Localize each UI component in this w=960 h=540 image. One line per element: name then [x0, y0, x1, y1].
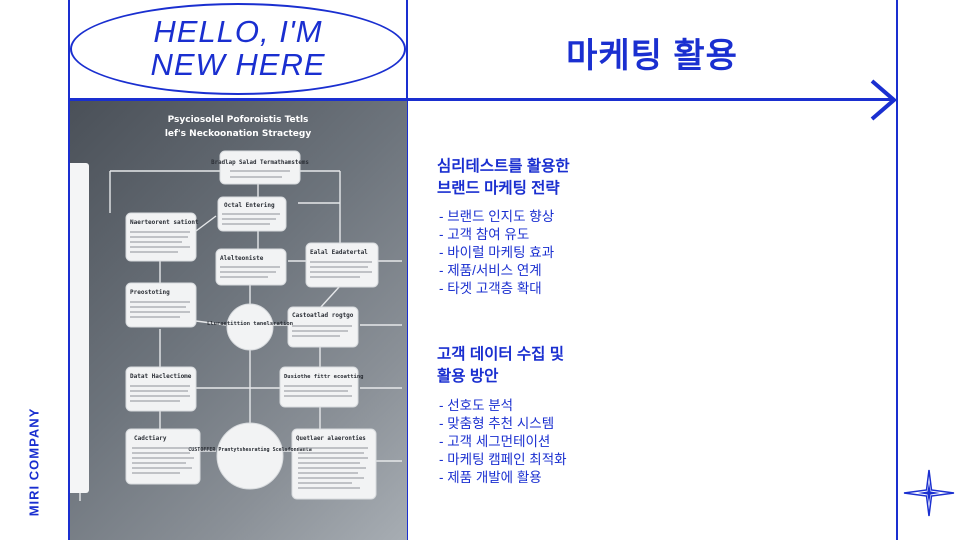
flow-box	[279, 366, 359, 408]
section2-list: - 선호도 분석 - 맞춤형 추천 시스템 - 고객 세그먼테이션 - 마케팅 …	[439, 397, 567, 487]
list-item: - 선호도 분석	[439, 398, 514, 413]
flow-box	[287, 306, 359, 348]
svg-text:Naerteorent sationt: Naerteorent sationt	[130, 219, 199, 226]
svg-text:Octal Entering: Octal Entering	[224, 202, 275, 209]
svg-text:Lluraetittion tanelsration: Lluraetittion tanelsration	[207, 321, 293, 327]
svg-text:Alelteoniste: Alelteoniste	[220, 255, 264, 262]
svg-text:Quetlaer alaeronties: Quetlaer alaeronties	[296, 436, 366, 442]
svg-text:Cadctiary: Cadctiary	[134, 435, 167, 442]
page-title: 마케팅 활용	[566, 37, 738, 75]
section1-list: - 브랜드 인지도 향상 - 고객 참여 유도 - 바이럴 마케팅 효과 - 제…	[439, 208, 554, 298]
section1-title: 심리테스트를 활용한 브랜드 마케팅 전략	[437, 156, 570, 199]
flow-circle	[226, 303, 274, 351]
flowchart-image: Psyciosolel Poforoistis Tetls lef's Neck…	[70, 101, 407, 540]
left-frame-line	[68, 0, 70, 540]
hello-oval-badge: HELLO, I'M NEW HERE	[70, 3, 406, 95]
flow-box	[291, 428, 377, 500]
section2-title-line1: 고객 데이터 수집 및	[437, 346, 564, 363]
flow-box	[125, 366, 197, 412]
flow-box	[305, 242, 379, 288]
section1-title-line1: 심리테스트를 활용한	[437, 158, 570, 175]
flow-box	[125, 428, 201, 485]
svg-text:Ealal Eadatertal: Ealal Eadatertal	[310, 249, 368, 256]
list-item: - 브랜드 인지도 향상	[439, 209, 555, 224]
svg-text:Dusiothe fittr ecoatting: Dusiothe fittr ecoatting	[284, 374, 363, 380]
section1-title-line2: 브랜드 마케팅 전략	[437, 179, 560, 197]
list-item: - 맞춤형 추천 시스템	[439, 416, 555, 431]
list-item: - 고객 세그먼테이션	[439, 434, 551, 449]
flow-box	[219, 150, 301, 185]
oval-text: HELLO, I'M NEW HERE	[150, 14, 326, 82]
svg-text:Bradlap Salad Termathamstems: Bradlap Salad Termathamstems	[211, 160, 309, 166]
svg-text:Datat Haclectiome: Datat Haclectiome	[130, 373, 192, 380]
timeline-arrow-line	[68, 98, 894, 101]
list-item: - 타겟 고객층 확대	[439, 281, 542, 296]
brand-vertical-label: MIRI COMPANY	[26, 407, 42, 517]
flow-box	[125, 282, 197, 328]
list-item: - 마케팅 캠페인 최적화	[439, 452, 567, 467]
divider-line	[406, 0, 408, 540]
right-frame-line	[896, 0, 898, 540]
list-item: - 바이럴 마케팅 효과	[439, 245, 555, 260]
svg-text:Preostoting: Preostoting	[130, 289, 170, 296]
arrow-right-icon	[870, 79, 898, 121]
image-title-line2: lef's Neckoonation Stractegy	[165, 129, 312, 139]
list-item: - 고객 참여 유도	[439, 227, 530, 242]
section2-title: 고객 데이터 수집 및 활용 방안	[437, 344, 564, 387]
list-item: - 제품 개발에 활용	[439, 470, 542, 485]
svg-text:CUSTOFFER Prantytshesrating Sc: CUSTOFFER Prantytshesrating Scelsfonnant…	[188, 447, 311, 453]
svg-text:Castoatlad rogtgo: Castoatlad rogtgo	[292, 312, 354, 319]
sparkle-star-icon	[903, 469, 955, 517]
flow-circle	[216, 422, 284, 490]
list-item: - 제품/서비스 연계	[439, 263, 542, 278]
image-title-line1: Psyciosolel Poforoistis Tetls	[168, 115, 309, 125]
section2-title-line2: 활용 방안	[437, 367, 499, 385]
